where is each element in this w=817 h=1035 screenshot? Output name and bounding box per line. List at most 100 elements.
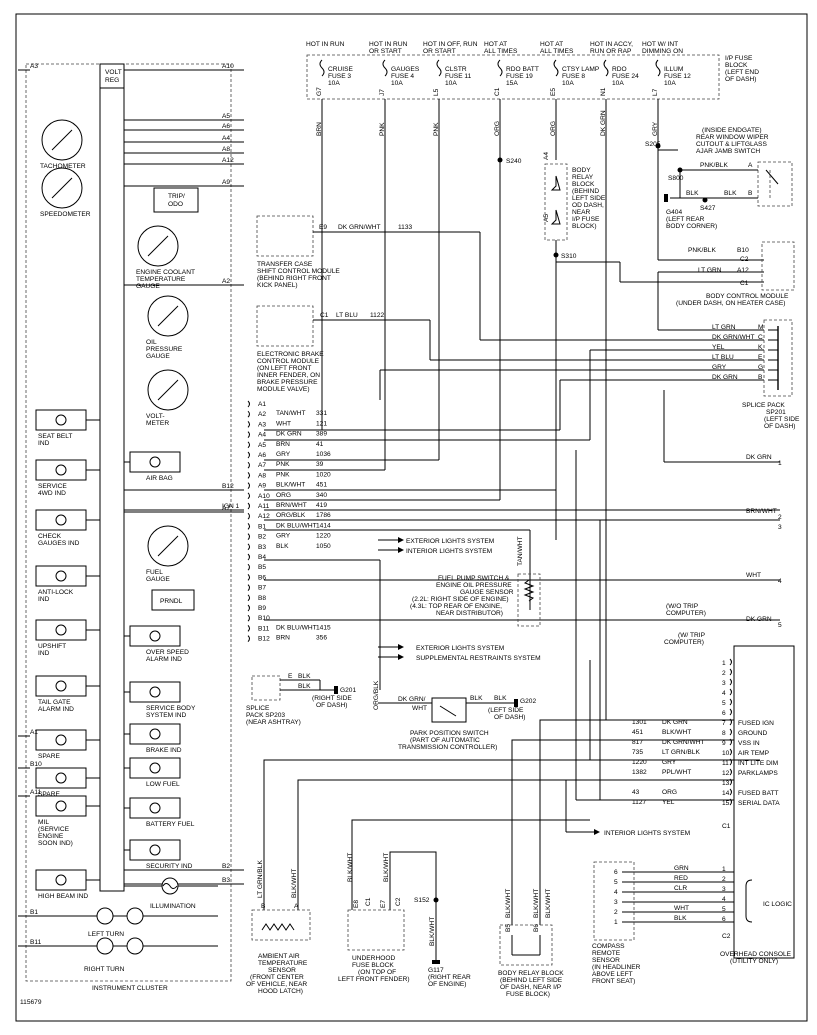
gauge-5-label-1: GAUGE bbox=[146, 576, 170, 583]
relay-bottom-w2: BLK/WHT bbox=[533, 889, 540, 918]
park-w3: BLK bbox=[494, 695, 507, 702]
ambient-label-4: (FRONT CENTER bbox=[250, 974, 304, 981]
int-lights-bottom-arrow bbox=[594, 829, 600, 835]
fuse-1-number: FUSE 4 bbox=[391, 73, 414, 80]
ic-logic: IC LOGIC bbox=[763, 901, 792, 908]
tcase-label-1: TRANSFER CASE bbox=[257, 261, 313, 268]
g117-3: OF ENGINE) bbox=[428, 981, 466, 988]
left-ind-7-label-0: SPARE bbox=[38, 791, 60, 798]
overhead-ckt-9: 735 bbox=[632, 749, 643, 756]
g202-1: G202 bbox=[520, 698, 536, 705]
underhood-w2: BLK/WHT bbox=[383, 853, 390, 882]
fuse-4-icon bbox=[553, 59, 559, 77]
relay-bottom-wire-2 bbox=[539, 719, 606, 925]
overhead-func-10: INT LITE DIM bbox=[738, 760, 778, 767]
fuse-1-wire: PNK bbox=[379, 122, 386, 136]
relay-bottom-w1: BLK/WHT bbox=[505, 889, 512, 918]
fuse-6-number: FUSE 12 bbox=[664, 73, 691, 80]
overhead-pin-8: 9 bbox=[722, 740, 726, 747]
relay-contact-a5 bbox=[550, 209, 561, 225]
conn-color-7: PNK bbox=[276, 471, 290, 478]
ambient-air-sensor: B A LT GRN/BLK BLK/WHT AMBIENT AIR TEMPE… bbox=[246, 759, 760, 995]
fuse-5-pin: N1 bbox=[600, 87, 607, 96]
int-lights-bottom: INTERIOR LIGHTS SYSTEM bbox=[604, 830, 690, 837]
overhead-wire-7: BLK/WHT bbox=[662, 729, 691, 736]
overhead-pin-3-icon bbox=[729, 688, 732, 696]
endgate-label-3: CUTOUT & LIFTGLASS bbox=[696, 141, 767, 148]
left-ind-8-label-1: (SERVICE bbox=[38, 826, 70, 833]
volt-reg-label-2: REG bbox=[105, 77, 119, 84]
g117-ground: S152 BLK/WHT G117 (RIGHT REAR OF ENGINE) bbox=[414, 897, 471, 988]
g404-1: G404 bbox=[666, 209, 682, 216]
sp201-wire-1: DK GRN/WHT bbox=[712, 334, 755, 341]
cluster-pin-left-1: A1 bbox=[30, 729, 38, 736]
gauge-0-label-0: TACHOMETER bbox=[40, 163, 86, 170]
compass-label-3: (IN HEADLINER bbox=[592, 964, 641, 971]
right-turn-lamp bbox=[96, 937, 114, 955]
conn-pin-11-icon bbox=[247, 512, 250, 520]
left-ind-6-label-0: SPARE bbox=[38, 753, 60, 760]
volt-reg-box bbox=[99, 63, 125, 89]
int-lights-arrow bbox=[398, 547, 404, 553]
fuse-hot-0-line1: HOT IN RUN bbox=[306, 41, 345, 48]
left-ind-8-label-0: MIL bbox=[38, 819, 49, 826]
compass-color-1: RED bbox=[674, 875, 688, 882]
s310-label: S310 bbox=[561, 253, 577, 260]
s205-label: S205 bbox=[645, 141, 661, 148]
g202-ground-icon bbox=[514, 699, 518, 707]
cluster-pin-right-2: A6 bbox=[222, 123, 230, 130]
illumination-filament bbox=[162, 883, 178, 889]
underhood-box bbox=[347, 909, 405, 951]
fuse-hot-4-line1: HOT AT bbox=[540, 41, 563, 48]
overhead-func-6: FUSED IGN bbox=[738, 720, 774, 727]
overhead-pin-2-icon bbox=[729, 678, 732, 686]
ebcm-label-4: INNER FENDER, ON bbox=[257, 372, 320, 379]
gauge-2-label-0: ENGINE COOLANT bbox=[136, 269, 195, 276]
s310-node bbox=[553, 252, 559, 258]
sp203-label-1: SPLICE bbox=[246, 705, 270, 712]
cluster-pin-right-7: A2 bbox=[222, 278, 230, 285]
body-control-module: PNK/BLK B10 C2 LT GRN A12 C1 BODY CONTRO… bbox=[676, 241, 795, 307]
left-turn-lamp-2 bbox=[126, 907, 144, 925]
fuel-pump-label-3: GAUGE SENSOR bbox=[460, 589, 514, 596]
ebcm-label-3: (ON LEFT FRONT bbox=[257, 365, 311, 372]
fuse-1-amp: 10A bbox=[391, 80, 403, 87]
overhead-pin-4-icon bbox=[729, 698, 732, 706]
fuel-pump-label-4: (2.2L: RIGHT SIDE OF ENGINE) bbox=[412, 596, 509, 603]
right-ind-0-label-0: AIR BAG bbox=[146, 475, 173, 482]
conn-ckt-22: 1415 bbox=[316, 624, 331, 631]
ambient-box bbox=[251, 909, 311, 941]
overhead-wire-9: LT GRN/BLK bbox=[662, 749, 700, 756]
conn-ckt-5: 1036 bbox=[316, 451, 331, 458]
relay-top-label-1: RELAY bbox=[572, 174, 594, 181]
relay-top-label-6: NEAR bbox=[572, 209, 591, 216]
conn-pin-0-icon bbox=[247, 400, 250, 408]
overhead-pin-0: 1 bbox=[722, 660, 726, 667]
right-ind-6-label-0: SECURITY IND bbox=[146, 863, 193, 870]
compass-pin-0: 6 bbox=[614, 869, 618, 876]
overhead-pin-13-icon bbox=[729, 788, 732, 796]
cluster-pin-left-5: B11 bbox=[30, 939, 42, 946]
sp203-label-2: PACK SP203 bbox=[246, 712, 285, 719]
conn-pin-13: B2 bbox=[258, 534, 266, 541]
fuse-6-amp: 10A bbox=[664, 80, 676, 87]
conn-pin-20-icon bbox=[247, 604, 250, 612]
trip-odo-label-1: TRIP/ bbox=[168, 193, 185, 200]
sp201-pin-1: C bbox=[758, 334, 763, 341]
fuse-0-wire: BRN bbox=[316, 122, 323, 136]
overhead-pin-0-icon bbox=[729, 658, 732, 666]
relay-top-label-5: OD DASH, bbox=[572, 202, 604, 209]
cluster-title: INSTRUMENT CLUSTER bbox=[92, 985, 168, 992]
ext-lights-2: EXTERIOR LIGHTS SYSTEM bbox=[416, 645, 504, 652]
int-lights: INTERIOR LIGHTS SYSTEM bbox=[406, 548, 492, 555]
cluster-pin-right-4: A8 bbox=[222, 146, 230, 153]
conn-color-8: BLK/WHT bbox=[276, 482, 305, 489]
overhead-ckt-11: 1382 bbox=[632, 769, 647, 776]
fuse-2-name: CLSTR bbox=[445, 66, 467, 73]
bcm-w2: LT GRN bbox=[698, 267, 722, 274]
conn-ckt-3: 389 bbox=[316, 431, 327, 438]
conn-color-13: GRY bbox=[276, 533, 291, 540]
